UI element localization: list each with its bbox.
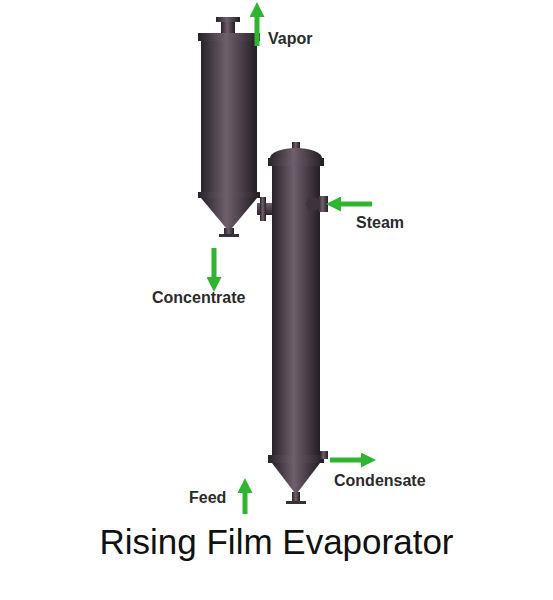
flow-arrows (214, 14, 372, 514)
stream-label: Concentrate (152, 289, 245, 307)
separator-vessel (198, 17, 260, 237)
diagram-title: Rising Film Evaporator (0, 522, 553, 562)
stream-label: Condensate (334, 472, 426, 490)
stream-label: Feed (189, 489, 226, 507)
stream-label: Steam (356, 214, 404, 232)
heating-column (268, 142, 328, 504)
stream-label: Vapor (268, 30, 312, 48)
